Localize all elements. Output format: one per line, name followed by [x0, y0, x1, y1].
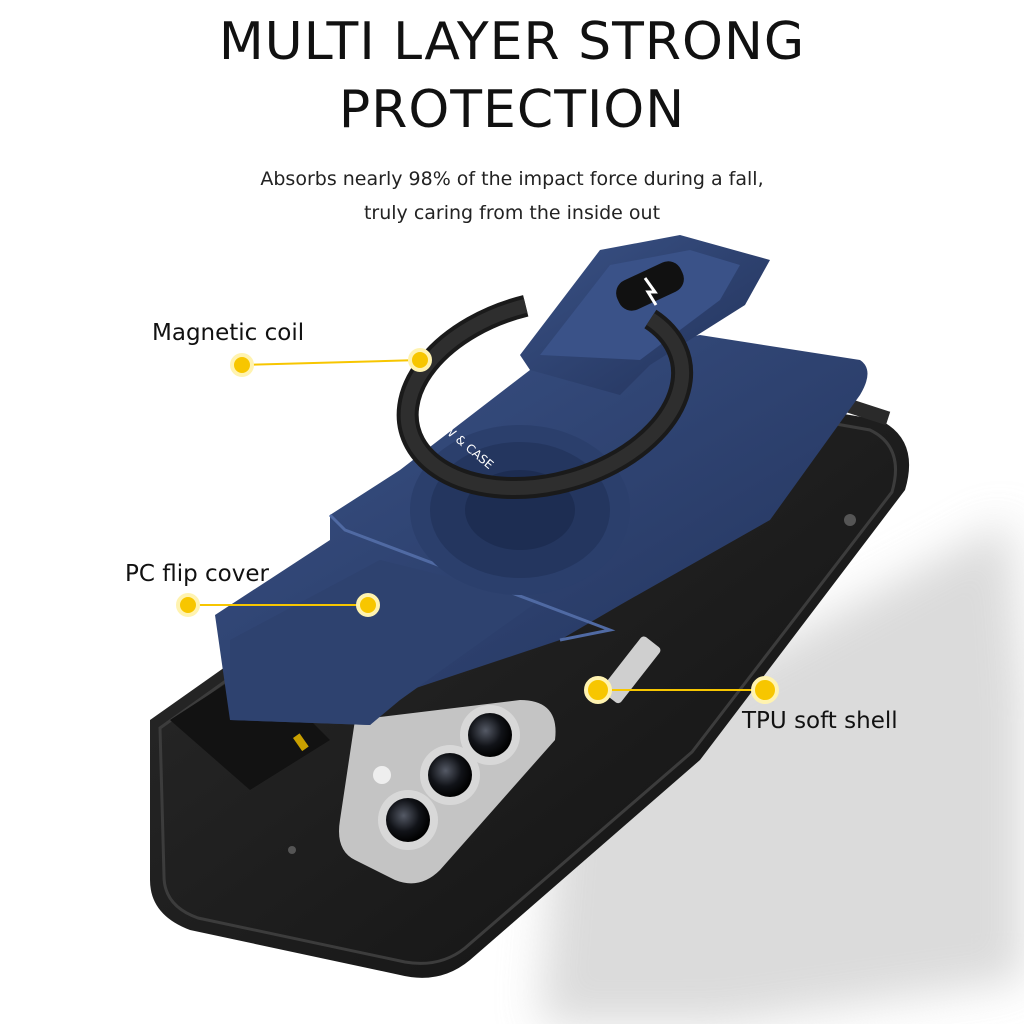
headline-line-1: MULTI LAYER STRONG — [218, 12, 806, 72]
kickstand — [520, 235, 770, 395]
headline-line-2: PROTECTION — [338, 80, 686, 140]
ground-shadow — [540, 520, 1024, 1024]
label-pc-flip-cover: PC flip cover — [125, 561, 269, 587]
label-tpu-soft-shell: TPU soft shell — [742, 708, 898, 734]
callout-tpu-soft-shell — [584, 676, 779, 704]
camera-cluster — [339, 700, 556, 884]
callout-pc-flip-cover — [176, 593, 380, 617]
pc-flip-cover — [215, 335, 868, 725]
label-magnetic-coil: Magnetic coil — [152, 320, 305, 346]
callout-magnetic-coil — [230, 348, 432, 377]
subtitle-line-2: truly caring from the inside out — [363, 202, 661, 224]
subtitle-line-1: Absorbs nearly 98% of the impact force d… — [260, 168, 764, 190]
